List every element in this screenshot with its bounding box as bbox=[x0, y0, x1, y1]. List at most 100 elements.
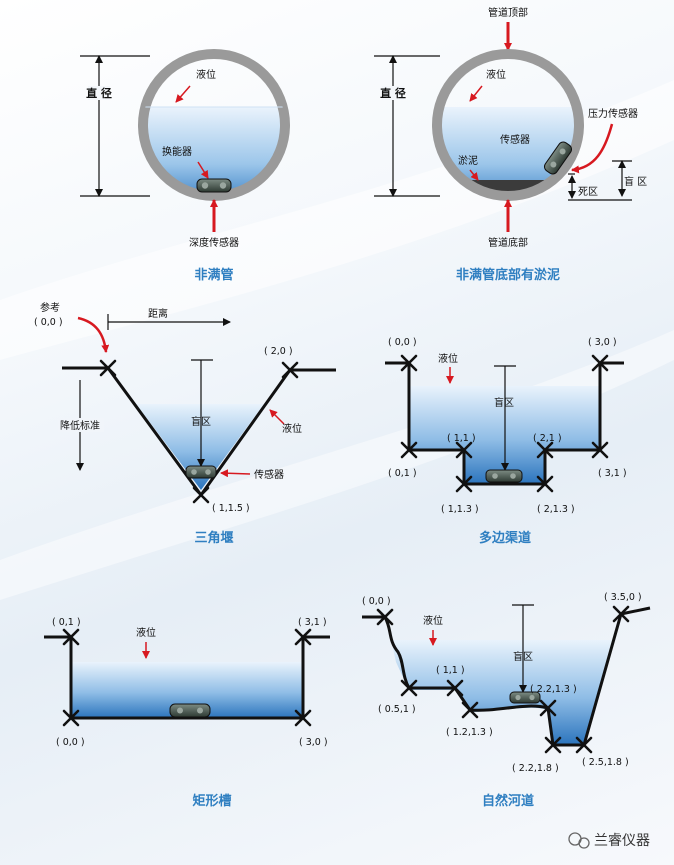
coord-3-1: ( 3,1 ) bbox=[298, 617, 327, 628]
sensor-icon bbox=[529, 694, 535, 701]
point-marker-x bbox=[400, 441, 418, 459]
reference-arrow bbox=[77, 316, 110, 353]
coord-0-0: ( 0,0 ) bbox=[362, 596, 391, 607]
point-marker-x bbox=[455, 475, 473, 493]
coord-2-1: ( 2,1 ) bbox=[533, 433, 562, 444]
panel-v-weir: 参考 ( 0,0 ) 距离 降低标准 盲区 传感器 液位 ( 2,0 ) ( 1… bbox=[34, 301, 336, 546]
coord-1-1.5: ( 1,1.5 ) bbox=[212, 503, 250, 514]
watermark: 兰睿仪器 bbox=[568, 832, 650, 849]
coord-0-1: ( 0,1 ) bbox=[52, 617, 81, 628]
point-marker-x bbox=[281, 361, 299, 379]
sensor-icon bbox=[205, 469, 211, 475]
blind-label: 盲区 bbox=[494, 396, 514, 409]
wechat-icon bbox=[578, 837, 590, 849]
label-bg bbox=[58, 418, 104, 432]
level-label: 液位 bbox=[196, 68, 216, 81]
coord-0-0: ( 0,0 ) bbox=[56, 737, 85, 748]
sensor-icon bbox=[510, 473, 516, 479]
pipe-top-label: 管道顶部 bbox=[488, 6, 528, 19]
level-label: 液位 bbox=[486, 68, 506, 81]
point-marker-x bbox=[575, 736, 593, 754]
level-label: 液位 bbox=[438, 352, 458, 365]
coord-2.2-1.8: ( 2.2,1.8 ) bbox=[512, 763, 559, 774]
channel-profile bbox=[44, 635, 330, 720]
point-marker-x bbox=[376, 608, 394, 626]
level-pointer-arrow bbox=[175, 85, 191, 103]
point-marker-x bbox=[62, 628, 80, 646]
reference-coord: ( 0,0 ) bbox=[34, 317, 63, 328]
caption-sludge-pipe: 非满管底部有淤泥 bbox=[456, 267, 560, 283]
panel-poly-channel: 液位 盲区 ( 0,0 ) ( 3,0 ) ( 0,1 ) ( 3,1 ) ( … bbox=[385, 337, 627, 546]
pressure-sensor-arrow bbox=[571, 123, 614, 174]
panel-natural-river: 液位 盲区 ( 0,0 ) ( 3.5,0 ) ( 1,1 ) ( 0.5,1 … bbox=[362, 592, 651, 809]
sensor-pointer-arrow bbox=[220, 469, 251, 478]
caption-natural-river: 自然河道 bbox=[482, 793, 534, 809]
point-marker-x bbox=[536, 441, 554, 459]
river-profile bbox=[362, 606, 651, 747]
coord-1-1: ( 1,1 ) bbox=[447, 433, 476, 444]
point-marker-x bbox=[446, 679, 464, 697]
transducer-icon bbox=[196, 178, 232, 193]
reference-label: 参考 bbox=[40, 301, 60, 314]
coord-0.5-1: ( 0.5,1 ) bbox=[378, 704, 416, 715]
sensor-icon bbox=[485, 469, 523, 483]
panel-sludge-pipe: 直 径 管道顶部 液位 传感器 淤泥 压力传感器 盲 区 死区 管道底部 非满管… bbox=[374, 6, 647, 283]
label-bg bbox=[382, 86, 404, 100]
point-marker-x bbox=[62, 709, 80, 727]
transducer-icon bbox=[201, 182, 209, 189]
lower-level-label: 降低标准 bbox=[60, 419, 100, 432]
point-marker-x bbox=[455, 441, 473, 459]
background-swoosh bbox=[0, 330, 674, 600]
sensor-icon bbox=[185, 465, 217, 479]
point-marker-x bbox=[400, 679, 418, 697]
transducer-label: 换能器 bbox=[162, 145, 192, 158]
coord-1-1.3: ( 1,1.3 ) bbox=[441, 504, 479, 515]
sensor-label: 传感器 bbox=[500, 133, 530, 146]
sensor-icon bbox=[177, 707, 183, 714]
caption-rect-channel: 矩形槽 bbox=[191, 793, 231, 809]
level-label: 液位 bbox=[136, 626, 156, 639]
blind-label: 盲区 bbox=[191, 415, 211, 428]
point-marker-x bbox=[461, 701, 479, 719]
label-bg bbox=[88, 86, 110, 100]
blind-zone-label: 盲 区 bbox=[624, 175, 647, 188]
coord-1.2-1.3: ( 1.2,1.3 ) bbox=[446, 727, 493, 738]
pipe-wall bbox=[432, 49, 584, 201]
channel-profile bbox=[385, 361, 624, 486]
point-marker-x bbox=[294, 709, 312, 727]
level-label: 液位 bbox=[423, 614, 443, 627]
distance-label: 距离 bbox=[148, 307, 168, 320]
pressure-sensor-label: 压力传感器 bbox=[588, 107, 638, 120]
sensor-label: 传感器 bbox=[254, 468, 284, 481]
sensor-icon bbox=[191, 469, 197, 475]
transducer-icon bbox=[219, 182, 227, 189]
sludge-label: 淤泥 bbox=[458, 154, 478, 167]
caption-full-pipe: 非满管 bbox=[194, 267, 233, 283]
transducer-pointer-arrow bbox=[197, 161, 209, 179]
coord-0-1: ( 0,1 ) bbox=[388, 468, 417, 479]
diameter-label: 直 径 bbox=[86, 86, 112, 100]
sensor-icon bbox=[169, 703, 211, 718]
point-marker-x bbox=[192, 486, 210, 504]
coord-1-1: ( 1,1 ) bbox=[436, 665, 465, 676]
pipe-bottom-label: 管道底部 bbox=[488, 236, 528, 249]
point-marker-x bbox=[539, 699, 557, 717]
caption-v-weir: 三角堰 bbox=[194, 530, 233, 546]
point-marker-x bbox=[536, 475, 554, 493]
dead-zone-label: 死区 bbox=[578, 186, 598, 198]
coord-3-1: ( 3,1 ) bbox=[598, 468, 627, 479]
point-marker-x bbox=[99, 359, 117, 377]
point-marker-x bbox=[591, 441, 609, 459]
level-pointer-arrow bbox=[469, 85, 483, 102]
blind-label: 盲区 bbox=[513, 650, 533, 663]
coord-2-1.3: ( 2,1.3 ) bbox=[537, 504, 575, 515]
weir-water bbox=[136, 404, 264, 490]
panel-rect-channel: 液位 ( 0,1 ) ( 3,1 ) ( 0,0 ) ( 3,0 ) 矩形槽 bbox=[44, 617, 330, 809]
coord-3.5-0: ( 3.5,0 ) bbox=[604, 592, 642, 603]
depth-sensor-label: 深度传感器 bbox=[189, 236, 239, 249]
caption-poly-channel: 多边渠道 bbox=[479, 530, 531, 546]
pressure-sensor-icon bbox=[543, 141, 573, 175]
sensor-icon bbox=[509, 691, 541, 704]
level-label: 液位 bbox=[282, 422, 302, 435]
